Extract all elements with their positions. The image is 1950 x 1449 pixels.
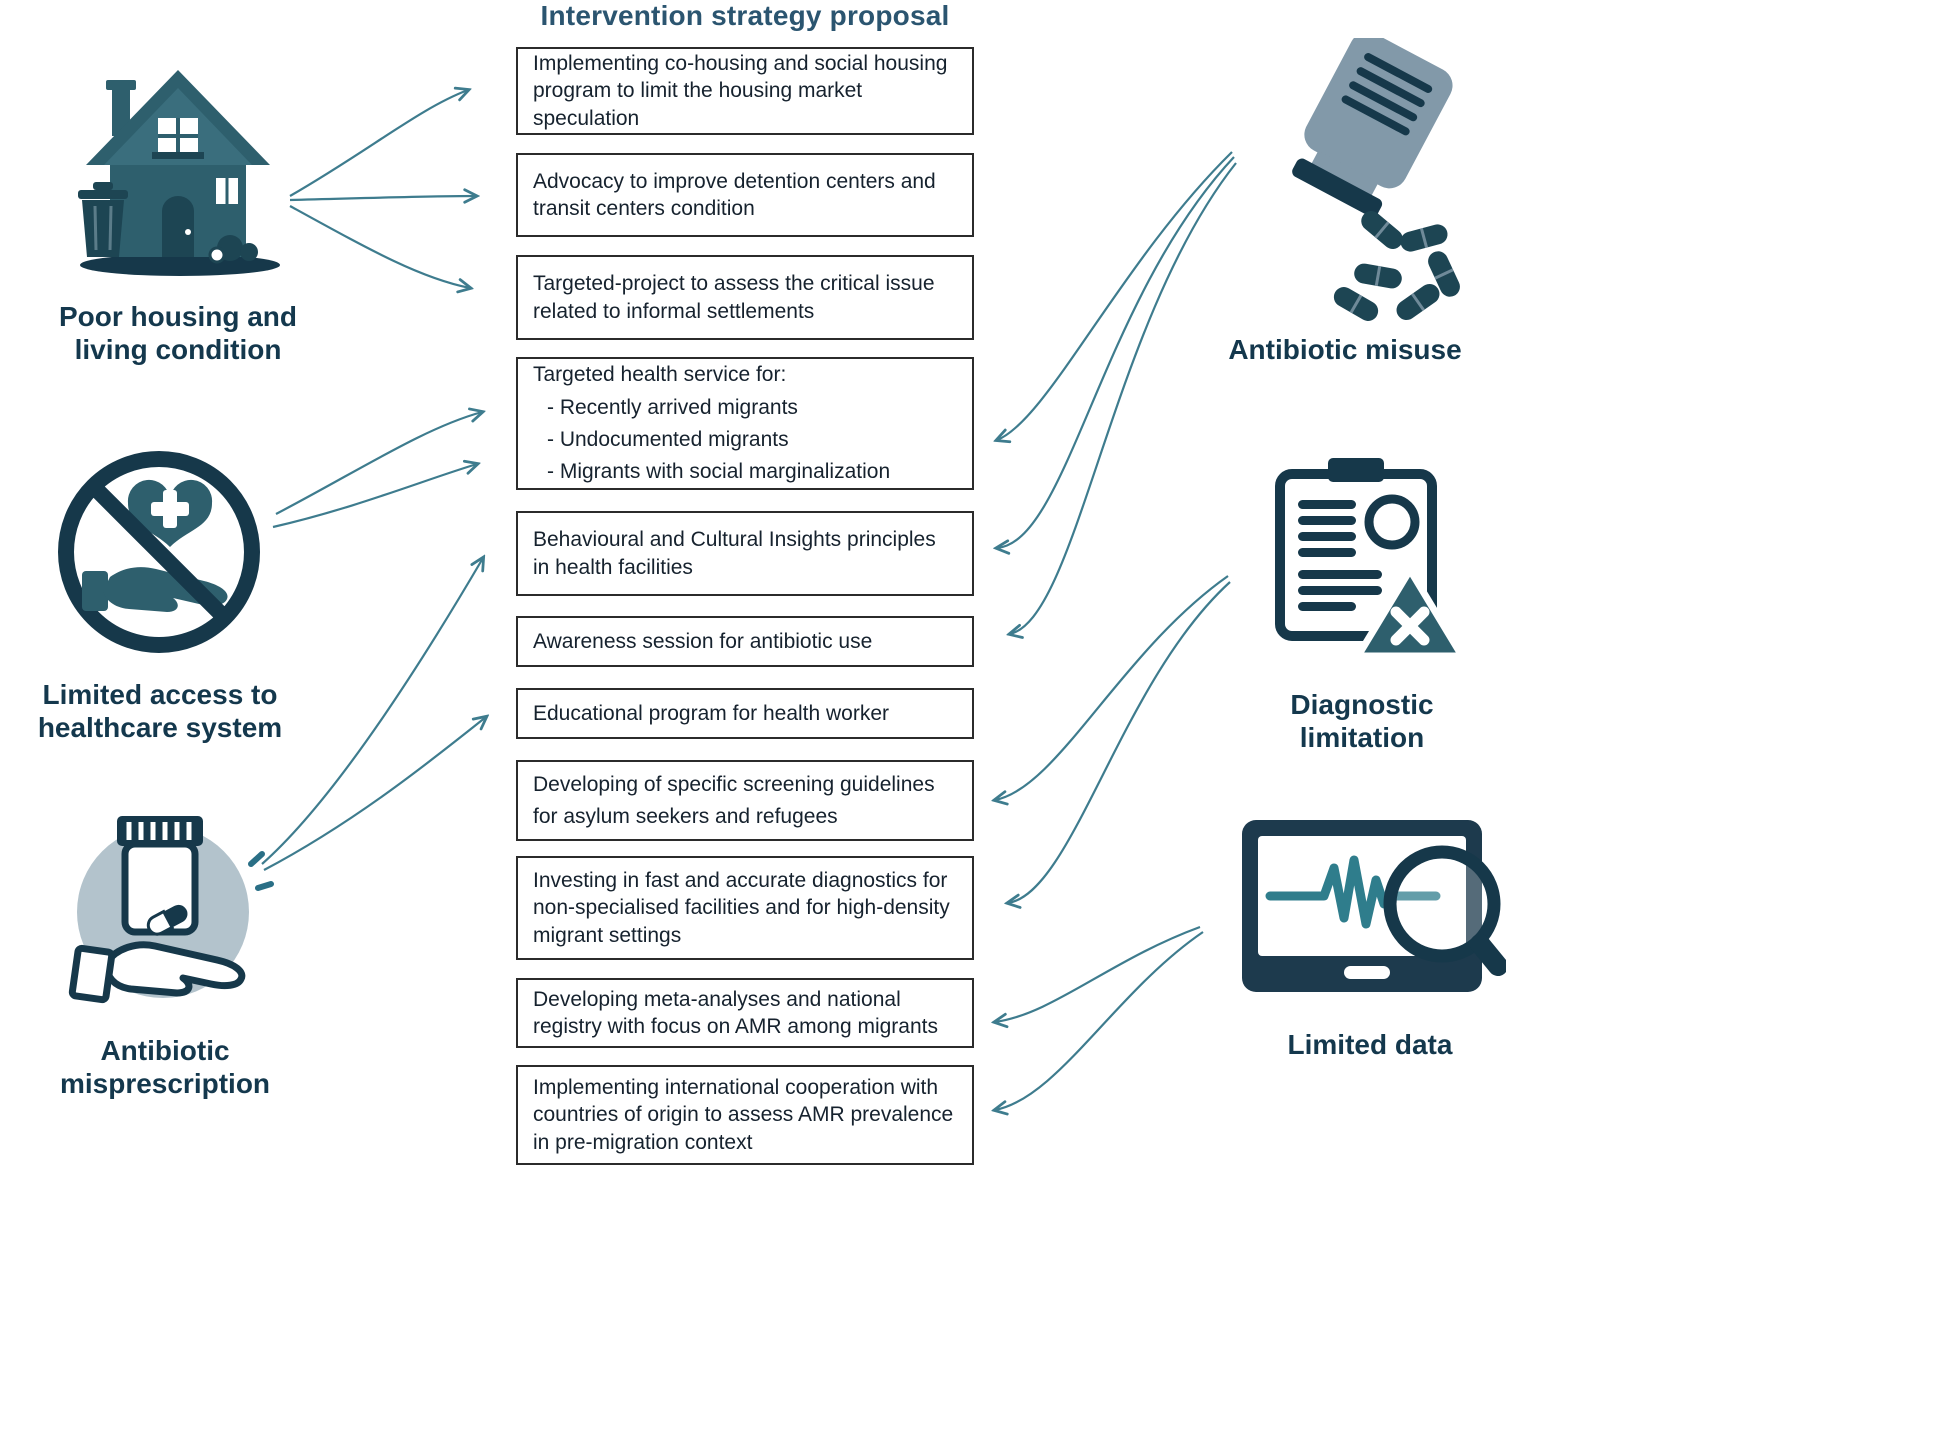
intervention-text: Developing meta-analyses and national re…	[533, 987, 938, 1038]
arrow-antibiotic-misuse-to-intervention-6	[1010, 162, 1237, 634]
intervention-box-5: Behavioural and Cultural Insights princi…	[516, 511, 974, 596]
intervention-text: for asylum seekers and refugees	[533, 805, 838, 828]
clipboard-warning-icon	[1266, 452, 1466, 667]
intervention-box-2: Advocacy to improve detention centers an…	[516, 153, 974, 237]
intervention-text: - Recently arrived migrants	[547, 395, 798, 419]
cause-label-poor-housing: Poor housing and living condition	[59, 301, 297, 366]
cause-label-limited-access: Limited access to healthcare system	[37, 679, 283, 744]
intervention-box-4: Targeted health service for: - Recently a…	[516, 357, 974, 490]
intervention-box-7: Educational program for health worker	[516, 688, 974, 739]
arrow-limited-data-to-intervention-10	[995, 925, 1201, 1022]
intervention-text: Behavioural and Cultural Insights princi…	[533, 528, 936, 579]
intervention-box-1: Implementing co-housing and social housi…	[516, 47, 974, 135]
intervention-box-10: Developing meta-analyses and national re…	[516, 978, 974, 1048]
intervention-text: Educational program for health worker	[533, 701, 890, 725]
arrow-poor-housing-to-intervention-2	[289, 196, 476, 200]
arrow-diagnostic-limitation-to-intervention-8	[995, 575, 1229, 800]
monitor-heartbeat-magnifier-icon	[1236, 810, 1506, 1020]
spilled-antibiotic-bottle-icon	[1262, 38, 1477, 328]
cause-label-limited-data: Limited data	[1287, 1029, 1453, 1060]
no-healthcare-access-icon	[52, 445, 267, 660]
arrow-poor-housing-to-intervention-1	[289, 90, 468, 197]
intervention-text: - Migrants with social marginalization	[547, 460, 891, 484]
arrow-poor-housing-to-intervention-3	[289, 205, 470, 288]
intervention-text: Implementing international cooperation w…	[533, 1076, 954, 1154]
intervention-text: Developing of specific screening guideli…	[533, 772, 935, 796]
intervention-box-8: Developing of specific screening guideli…	[516, 760, 974, 841]
intervention-box-11: Implementing international cooperation w…	[516, 1065, 974, 1165]
intervention-text: Targeted health service for:	[533, 363, 787, 387]
cause-label-antibiotic-misprescription: Antibiotic misprescription	[59, 1035, 271, 1100]
intervention-text: Investing in fast and accurate diagnosti…	[533, 869, 950, 947]
arrow-limited-data-to-intervention-11	[995, 931, 1204, 1110]
arrow-limited-access-to-intervention-4	[275, 412, 482, 515]
intervention-text: Targeted-project to assess the critical …	[533, 272, 935, 323]
intervention-text: - Undocumented migrants	[547, 428, 789, 451]
intervention-text: Advocacy to improve detention centers an…	[533, 169, 936, 220]
page-title: Intervention strategy proposal	[540, 0, 950, 31]
arrow-limited-access-to-intervention-4	[272, 464, 477, 529]
arrow-diagnostic-limitation-to-intervention-9	[1008, 581, 1231, 903]
intervention-box-6: Awareness session for antibiotic use	[516, 616, 974, 667]
arrow-antibiotic-misuse-to-intervention-5	[997, 156, 1235, 548]
cause-label-antibiotic-misuse: Antibiotic misuse	[1228, 334, 1462, 365]
intervention-box-9: Investing in fast and accurate diagnosti…	[516, 856, 974, 960]
intervention-text: Awareness session for antibiotic use	[533, 629, 873, 653]
intervention-text: Implementing co-housing and social housi…	[533, 52, 948, 130]
cause-label-diagnostic-limitation: Diagnostic limitation	[1290, 689, 1434, 754]
house-icon	[70, 60, 285, 285]
pill-bottle-in-hand-icon	[55, 800, 280, 1030]
intervention-box-3: Targeted-project to assess the critical …	[516, 255, 974, 340]
arrow-antibiotic-misuse-to-intervention-4	[997, 151, 1233, 440]
